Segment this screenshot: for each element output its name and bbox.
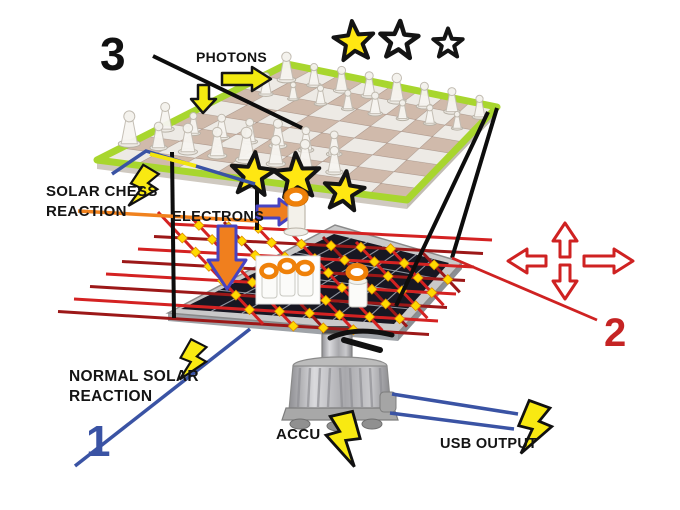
step-1-number: 1 [86, 417, 110, 466]
label-solar-chess-reaction-1: SOLAR CHESS [46, 183, 158, 200]
usb-wire-bottom [389, 411, 515, 431]
cross-arrow-down [551, 263, 579, 301]
solar-chess-pointer-line [111, 149, 256, 186]
photon-arrow-right-icon [220, 65, 273, 93]
cross-arrow-right [582, 247, 635, 275]
leg-right-a [450, 107, 499, 259]
label-solar-chess-reaction-2: REACTION [46, 203, 127, 220]
star-icon [378, 18, 421, 61]
energy-ring-icon [345, 263, 369, 281]
label-electrons: ELECTRONS [172, 209, 264, 225]
energy-ring-icon [259, 262, 279, 280]
pawn-base [283, 227, 309, 237]
step2-pointer-line [451, 256, 598, 322]
leg-left [170, 151, 176, 319]
energy-ring-icon [295, 259, 315, 277]
label-photons: PHOTONS [196, 49, 267, 65]
energy-ring-icon [277, 257, 297, 275]
star-icon [431, 26, 465, 59]
cell-patch [255, 255, 321, 305]
leg-right-b [394, 111, 490, 307]
cross-arrow-left [506, 247, 548, 275]
step3-pointer-line [152, 54, 303, 130]
accu-base [281, 328, 399, 432]
step-3-number: 3 [100, 28, 126, 80]
star-icon [331, 19, 376, 63]
board-edge-stars [229, 150, 367, 213]
star-icon [271, 151, 322, 200]
normal-solar-pointer-line [73, 327, 252, 468]
base-lever [341, 337, 383, 353]
usb-lug [379, 391, 397, 413]
single-cell [345, 263, 369, 308]
energy-ring-icon [284, 187, 308, 207]
step-2-number: 2 [604, 311, 626, 355]
cross-arrow-up [551, 221, 579, 259]
base-handle [327, 328, 395, 341]
rating-stars [331, 18, 465, 63]
base-flutes [296, 367, 384, 408]
photon-arrow-down-icon [189, 83, 218, 115]
electron-arrow-down-icon [206, 224, 248, 291]
label-usb-output: USB OUTPUT [440, 436, 537, 452]
label-normal-solar-1: NORMAL SOLAR [69, 368, 199, 385]
base-foot [289, 418, 311, 430]
base-foot [361, 418, 383, 430]
yellow-dash [149, 152, 197, 168]
electrons-pointer-line [77, 209, 259, 223]
usb-wire-top [391, 392, 519, 416]
label-normal-solar-2: REACTION [69, 388, 152, 405]
star-icon [322, 169, 367, 213]
panel-mount-plate [322, 326, 352, 336]
label-accu: ACCU [276, 426, 321, 443]
direction-cross-icon [506, 221, 635, 301]
reaction-pawn [283, 187, 309, 237]
